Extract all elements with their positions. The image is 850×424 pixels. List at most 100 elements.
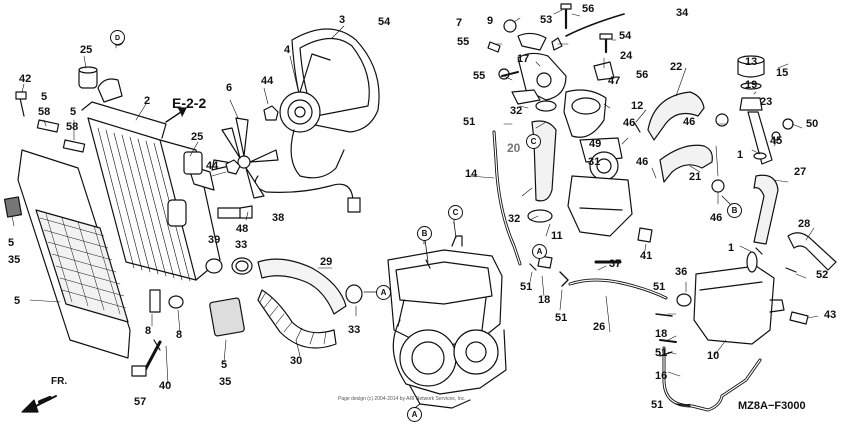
part-label-11[interactable]: 11 — [551, 230, 563, 242]
part-label-56[interactable]: 56 — [582, 3, 595, 15]
part-label-38[interactable]: 38 — [272, 212, 285, 224]
part-label-33[interactable]: 33 — [235, 239, 248, 251]
part-label-1b[interactable]: 1 — [728, 242, 735, 254]
part-label-51c[interactable]: 51 — [555, 312, 568, 324]
part-label-20[interactable]: 20 — [507, 141, 521, 155]
part-label-32[interactable]: 32 — [510, 105, 523, 117]
radiator-core — [81, 101, 221, 282]
part-label-19[interactable]: 19 — [745, 79, 758, 91]
callout-b-hose[interactable]: B — [727, 203, 742, 218]
callout-d-marker[interactable]: D — [110, 30, 125, 45]
part-label-27[interactable]: 27 — [794, 166, 807, 178]
part-label-58b[interactable]: 58 — [66, 121, 79, 133]
part-label-13[interactable]: 13 — [745, 56, 758, 68]
part-label-30[interactable]: 30 — [290, 355, 303, 367]
front-direction-label: FR. — [51, 376, 68, 387]
part-label-8b[interactable]: 8 — [176, 329, 183, 341]
callout-b-engine[interactable]: B — [417, 226, 432, 241]
part-label-52[interactable]: 52 — [816, 269, 829, 281]
section-reference[interactable]: E-2-2 — [172, 95, 207, 111]
part-label-58[interactable]: 58 — [38, 106, 51, 118]
part-label-25b[interactable]: 25 — [191, 131, 204, 143]
callout-a-engine[interactable]: A — [407, 407, 422, 422]
part-label-24[interactable]: 24 — [620, 50, 633, 62]
part-label-50[interactable]: 50 — [806, 118, 819, 130]
part-label-18[interactable]: 18 — [538, 294, 551, 306]
part-label-35[interactable]: 35 — [8, 254, 21, 266]
radiator-shroud — [17, 149, 131, 359]
part-label-40[interactable]: 40 — [159, 380, 172, 392]
part-label-23[interactable]: 23 — [760, 96, 773, 108]
part-label-46b[interactable]: 46 — [636, 156, 649, 168]
part-label-15[interactable]: 15 — [776, 67, 789, 79]
part-label-37[interactable]: 37 — [609, 258, 622, 270]
part-label-2[interactable]: 2 — [144, 95, 151, 107]
part-label-6[interactable]: 6 — [226, 82, 233, 94]
part-label-51f[interactable]: 51 — [651, 399, 664, 411]
part-label-29[interactable]: 29 — [320, 256, 333, 268]
part-label-57[interactable]: 57 — [134, 396, 147, 408]
part-label-25[interactable]: 25 — [80, 44, 93, 56]
part-label-45[interactable]: 45 — [770, 135, 783, 147]
part-label-46d[interactable]: 46 — [710, 212, 723, 224]
part-label-18b[interactable]: 18 — [655, 328, 668, 340]
part-label-5d[interactable]: 5 — [14, 295, 21, 307]
copyright-notice: Page design (c) 2004-2014 by ARI Network… — [338, 396, 466, 402]
part-label-5e[interactable]: 5 — [221, 359, 228, 371]
part-label-14[interactable]: 14 — [465, 168, 478, 180]
part-label-26[interactable]: 26 — [593, 321, 606, 333]
part-label-10[interactable]: 10 — [707, 350, 720, 362]
part-label-34[interactable]: 34 — [676, 7, 689, 19]
part-label-16[interactable]: 16 — [655, 370, 668, 382]
part-label-51[interactable]: 51 — [463, 116, 476, 128]
part-label-42[interactable]: 42 — [19, 73, 32, 85]
part-label-32b[interactable]: 32 — [508, 213, 521, 225]
part-label-5c[interactable]: 5 — [8, 237, 15, 249]
part-label-44[interactable]: 44 — [261, 75, 274, 87]
part-label-49[interactable]: 49 — [589, 138, 602, 150]
callout-a-thermo[interactable]: A — [532, 244, 547, 259]
engine — [387, 235, 507, 409]
callout-a-hose[interactable]: A — [376, 285, 391, 300]
part-label-35b[interactable]: 35 — [219, 376, 232, 388]
part-label-22[interactable]: 22 — [670, 61, 683, 73]
part-label-33b[interactable]: 33 — [348, 324, 361, 336]
part-label-55b[interactable]: 55 — [473, 70, 486, 82]
part-label-41[interactable]: 41 — [640, 250, 653, 262]
part-label-56b[interactable]: 56 — [636, 69, 649, 81]
part-label-39[interactable]: 39 — [208, 234, 221, 246]
part-label-3[interactable]: 3 — [339, 14, 346, 26]
part-label-54b[interactable]: 54 — [619, 30, 632, 42]
drawing-code: MZ8A−F3000 — [738, 400, 806, 412]
part-label-53[interactable]: 53 — [540, 14, 553, 26]
part-label-4[interactable]: 4 — [284, 44, 291, 56]
part-label-48[interactable]: 48 — [236, 223, 249, 235]
part-label-44b[interactable]: 44 — [206, 160, 219, 172]
part-label-46[interactable]: 46 — [623, 117, 636, 129]
part-label-36[interactable]: 36 — [675, 266, 688, 278]
part-label-54[interactable]: 54 — [378, 16, 391, 28]
callout-c-hose[interactable]: C — [526, 134, 541, 149]
part-label-21[interactable]: 21 — [689, 171, 702, 183]
part-label-31[interactable]: 31 — [588, 156, 601, 168]
part-label-51e[interactable]: 51 — [655, 347, 668, 359]
part-label-12[interactable]: 12 — [631, 100, 644, 112]
part-label-51d[interactable]: 51 — [653, 281, 666, 293]
part-label-51b[interactable]: 51 — [520, 281, 533, 293]
part-label-28[interactable]: 28 — [798, 218, 811, 230]
part-label-9[interactable]: 9 — [487, 15, 494, 27]
part-label-5b[interactable]: 5 — [70, 106, 77, 118]
part-label-8[interactable]: 8 — [145, 325, 152, 337]
callout-c-engine[interactable]: C — [448, 205, 463, 220]
part-label-46c[interactable]: 46 — [683, 116, 696, 128]
part-label-43[interactable]: 43 — [824, 309, 837, 321]
part-label-5[interactable]: 5 — [41, 91, 48, 103]
part-label-1[interactable]: 1 — [737, 149, 744, 161]
part-label-7[interactable]: 7 — [456, 17, 463, 29]
part-label-47[interactable]: 47 — [608, 75, 621, 87]
part-label-17[interactable]: 17 — [517, 53, 530, 65]
part-label-55[interactable]: 55 — [457, 36, 470, 48]
fan-blades — [211, 117, 279, 199]
